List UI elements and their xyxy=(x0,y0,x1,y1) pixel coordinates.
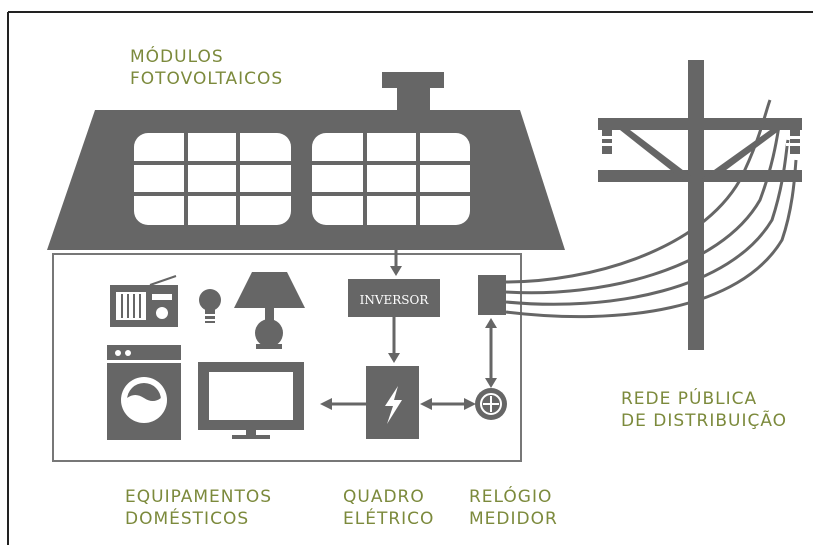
lamp-icon xyxy=(234,272,305,349)
lightning-icon xyxy=(385,386,402,424)
solar-panel-left xyxy=(134,133,291,225)
label-meter-line-1: RELÓGIO xyxy=(469,487,553,507)
label-panel-line-1: QUADRO xyxy=(343,487,425,507)
arrow-panel-to-appliances xyxy=(320,398,366,410)
arrow-meter-box xyxy=(485,318,497,388)
label-modules-line-2: FOTOVOLTAICOS xyxy=(130,69,284,89)
chimney xyxy=(382,72,444,112)
arrow-panels-to-inverter xyxy=(390,246,402,276)
label-appliances-line-1: EQUIPAMENTOS xyxy=(125,487,273,507)
label-meter: RELÓGIO MEDIDOR xyxy=(469,486,558,530)
meter-box xyxy=(478,275,506,315)
label-photovoltaic-modules: MÓDULOS FOTOVOLTAICOS xyxy=(130,46,283,90)
label-meter-line-2: MEDIDOR xyxy=(469,509,558,529)
arrow-inverter-to-panel xyxy=(388,317,400,363)
label-public-grid: REDE PÚBLICA DE DISTRIBUIÇÃO xyxy=(621,388,787,432)
solar-panel-right xyxy=(312,133,470,225)
meter-icon xyxy=(475,388,507,420)
inverter-label: INVERSOR xyxy=(360,293,430,307)
label-panel-line-2: ELÉTRICO xyxy=(343,509,435,529)
electrical-panel xyxy=(366,366,419,439)
label-household-appliances: EQUIPAMENTOS DOMÉSTICOS xyxy=(125,486,272,530)
label-modules-line-1: MÓDULOS xyxy=(130,47,224,67)
washing-machine-icon xyxy=(107,345,181,440)
radio-icon xyxy=(110,275,178,327)
label-grid-line-2: DE DISTRIBUIÇÃO xyxy=(621,411,788,431)
utility-pole-icon xyxy=(598,60,804,350)
roof xyxy=(47,110,565,250)
label-electrical-panel: QUADRO ELÉTRICO xyxy=(343,486,434,530)
arrow-panel-meter xyxy=(420,398,476,410)
grid-cables xyxy=(505,99,798,319)
inverter-box: INVERSOR xyxy=(348,279,440,317)
label-appliances-line-2: DOMÉSTICOS xyxy=(125,509,250,529)
label-grid-line-1: REDE PÚBLICA xyxy=(621,389,758,409)
tv-icon xyxy=(198,362,304,439)
light-bulb-icon xyxy=(199,289,221,323)
